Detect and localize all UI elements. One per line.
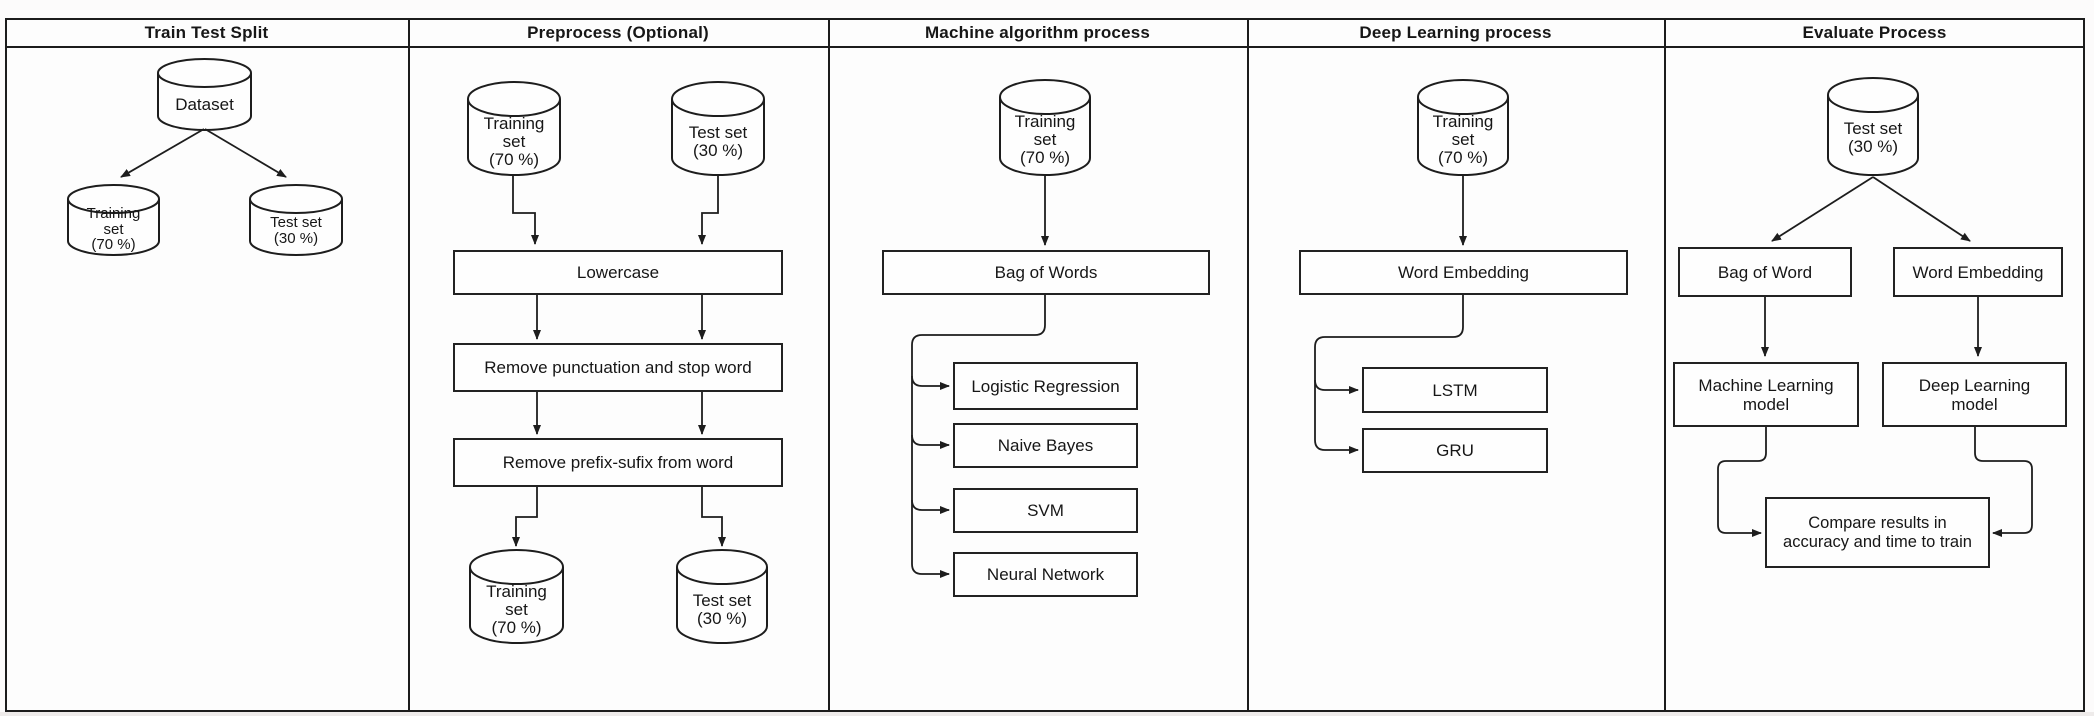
word-embedding-box-lane5: Word Embedding <box>1893 247 2063 297</box>
training-set-cylinder-lane1 <box>67 184 160 256</box>
arrow-training-to-lowercase <box>512 175 539 245</box>
lowercase-box: Lowercase <box>453 250 783 295</box>
training-set-label-lane1: Training set (70 %) <box>86 205 141 253</box>
deep-learning-model-box: Deep Learning model <box>1882 362 2067 427</box>
branch-to-naive-bayes <box>911 434 950 449</box>
arrow-prefix-to-test-out <box>701 487 726 547</box>
bag-of-words-box: Bag of Words <box>882 250 1210 295</box>
arrow-dataset-to-test <box>204 128 287 178</box>
arrow-ml-model-to-compare <box>1717 427 1767 537</box>
test-set-label-lane2-top: Test set (30 %) <box>688 123 748 160</box>
arrow-test-to-word-embedding <box>1872 176 1971 242</box>
dataset-cylinder <box>157 58 252 131</box>
training-set-label-lane4: Training set (70 %) <box>1432 112 1494 167</box>
lane-header-preprocess: Preprocess (Optional) <box>527 23 709 42</box>
test-set-cylinder-lane5 <box>1827 77 1919 176</box>
lane-header-machine-algorithm: Machine algorithm process <box>924 23 1151 42</box>
trunk-bow-to-neural-network <box>911 295 1046 578</box>
header-separator <box>5 46 2085 48</box>
naive-bayes-box: Naive Bayes <box>953 423 1138 468</box>
lane-header-evaluate: Evaluate Process <box>1802 23 1947 42</box>
test-set-label-lane5: Test set (30 %) <box>1843 119 1903 156</box>
test-set-label-lane1: Test set (30 %) <box>270 214 322 247</box>
lane-divider-4 <box>1664 18 1666 712</box>
compare-results-box: Compare results in accuracy and time to … <box>1765 497 1990 568</box>
lane-divider-2 <box>828 18 830 712</box>
training-set-cylinder-lane3 <box>999 79 1091 176</box>
logistic-regression-box: Logistic Regression <box>953 362 1138 410</box>
arrow-test-to-bag-of-word <box>1771 176 1874 242</box>
word-embedding-box-lane4: Word Embedding <box>1299 250 1628 295</box>
arrow-dl-model-to-compare <box>1974 427 2033 537</box>
svm-box: SVM <box>953 488 1138 533</box>
branch-to-lstm <box>1314 379 1359 394</box>
bottom-margin <box>0 712 2094 716</box>
training-set-label-lane3: Training set (70 %) <box>1014 112 1076 167</box>
training-set-label-lane2-bottom: Training set (70 %) <box>486 582 547 637</box>
training-set-cylinder-lane2-top <box>467 81 561 176</box>
lane-header-deep-learning: Deep Learning process <box>1359 23 1552 42</box>
test-set-cylinder-lane1 <box>249 184 343 256</box>
dataset-label: Dataset <box>175 95 234 114</box>
training-set-label-lane2-top: Training set (70 %) <box>483 114 545 169</box>
branch-to-logistic-regression <box>911 375 950 390</box>
test-set-label-lane2-bottom: Test set (30 %) <box>692 591 752 628</box>
trunk-embedding-to-gru <box>1314 295 1464 454</box>
test-set-cylinder-lane2-bottom <box>676 549 768 644</box>
remove-punctuation-box: Remove punctuation and stop word <box>453 343 783 392</box>
branch-to-svm <box>911 499 950 514</box>
machine-learning-model-box: Machine Learning model <box>1673 362 1859 427</box>
test-set-cylinder-lane2-top <box>671 81 765 176</box>
bag-of-word-box-lane5: Bag of Word <box>1678 247 1852 297</box>
training-set-cylinder-lane4 <box>1417 79 1509 176</box>
lane-divider-3 <box>1247 18 1249 712</box>
gru-box: GRU <box>1362 428 1548 473</box>
lane-divider-1 <box>408 18 410 712</box>
lane-header-train-test-split: Train Test Split <box>144 23 269 42</box>
arrow-dataset-to-training <box>120 128 205 178</box>
arrow-prefix-to-training-out <box>512 487 538 547</box>
neural-network-box: Neural Network <box>953 552 1138 597</box>
lstm-box: LSTM <box>1362 367 1548 413</box>
remove-prefix-sufix-box: Remove prefix-sufix from word <box>453 438 783 487</box>
arrow-test-to-lowercase <box>698 175 719 245</box>
training-set-cylinder-lane2-bottom <box>469 549 564 644</box>
